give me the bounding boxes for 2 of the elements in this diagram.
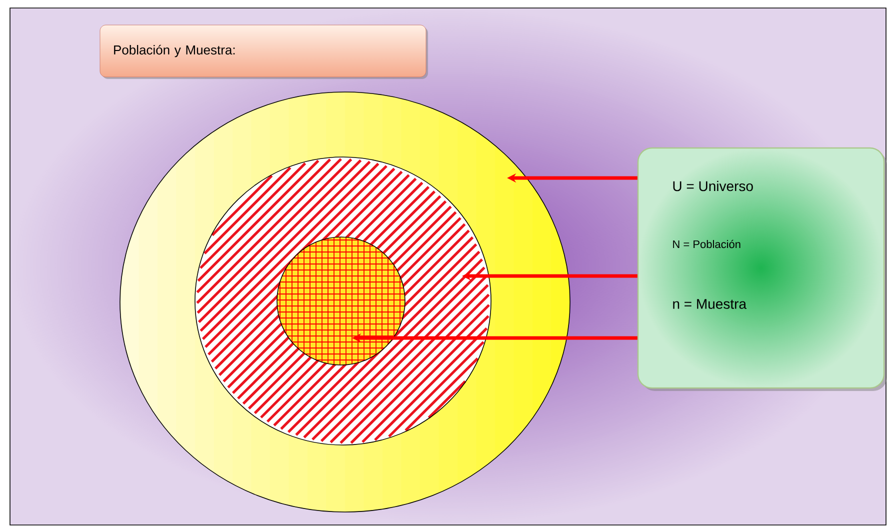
circle: [276, 236, 406, 366]
title-box: Población y Muestra:: [100, 24, 428, 79]
